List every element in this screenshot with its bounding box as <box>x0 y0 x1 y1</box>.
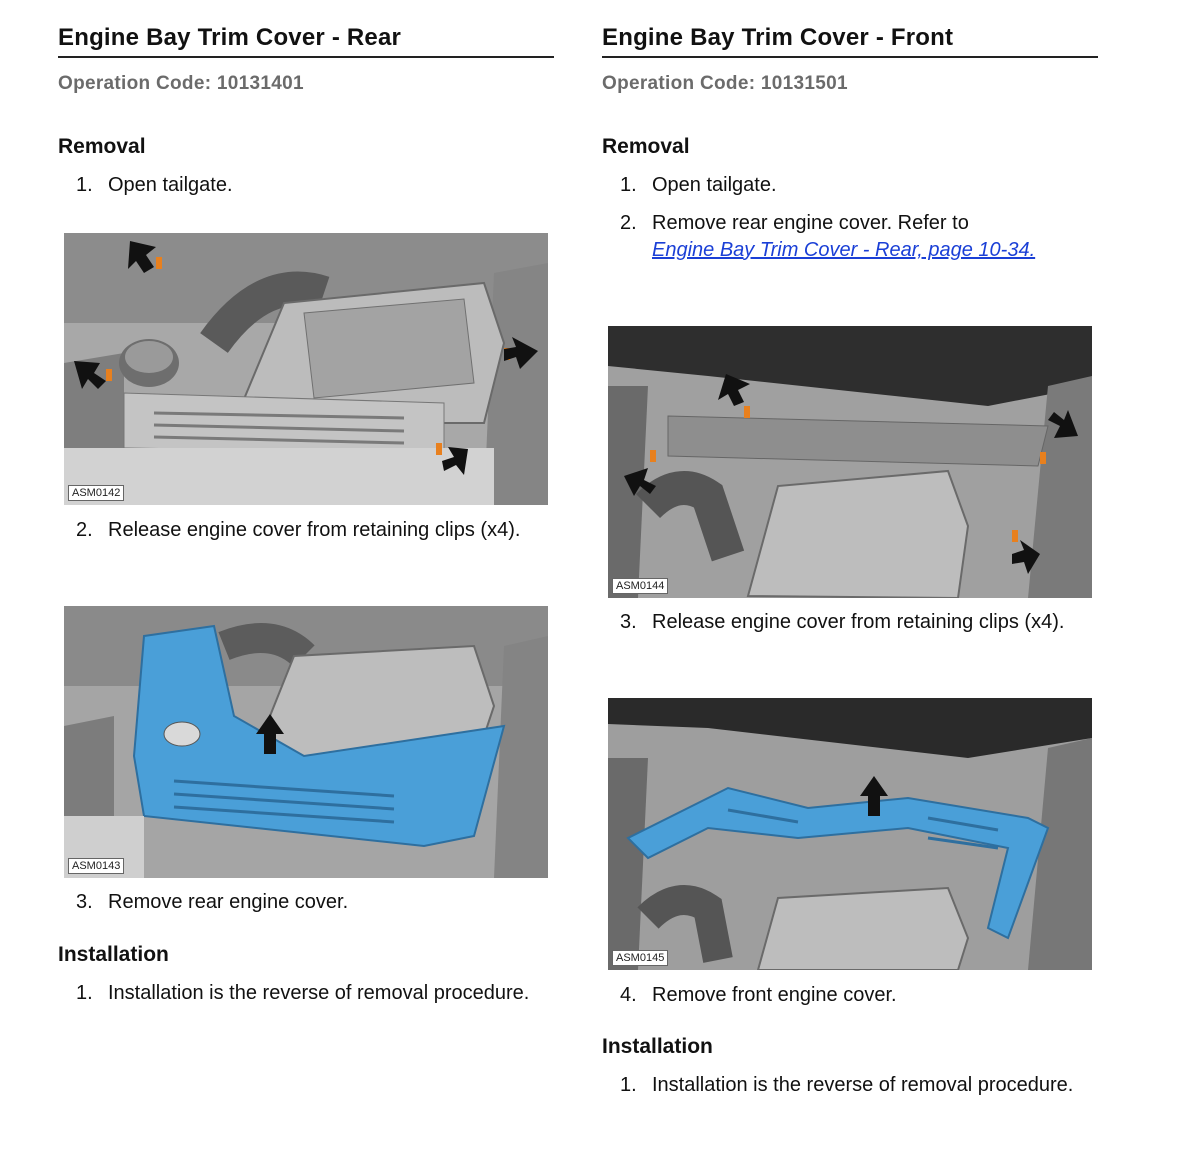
step-number: 2. <box>76 519 93 541</box>
installation-heading: Installation <box>58 943 169 966</box>
step-text: Remove rear engine cover. <box>108 891 349 913</box>
step-text: Installation is the reverse of removal p… <box>652 1074 1074 1096</box>
figure-front-cover-removal: ASM0145 <box>608 698 1092 970</box>
step-number: 3. <box>620 611 637 633</box>
removal-step: 3. Remove rear engine cover. <box>76 889 546 916</box>
figure-label: ASM0145 <box>612 950 669 966</box>
cross-reference-link[interactable]: Engine Bay Trim Cover - Rear, page 10-34… <box>652 239 1036 261</box>
figure-label: ASM0142 <box>68 485 125 501</box>
operation-code: Operation Code: 10131501 <box>602 73 848 94</box>
step-text: Open tailgate. <box>108 174 233 196</box>
section-title: Engine Bay Trim Cover - Front <box>602 24 1098 58</box>
figure-engine-bay-rear-clips: ASM0142 <box>64 233 548 505</box>
step-number: 1. <box>620 1074 637 1096</box>
step-number: 1. <box>76 982 93 1004</box>
step-text: Open tailgate. <box>652 174 777 196</box>
installation-heading: Installation <box>602 1035 713 1058</box>
step-text: Remove rear engine cover. Refer to <box>652 212 969 234</box>
step-text: Release engine cover from retaining clip… <box>652 611 1065 633</box>
installation-step: 1. Installation is the reverse of remova… <box>620 1072 1090 1099</box>
figure-engine-bay-front-clips: ASM0144 <box>608 326 1092 598</box>
step-text: Installation is the reverse of removal p… <box>108 982 530 1004</box>
step-number: 1. <box>76 174 93 196</box>
removal-step: 1. Open tailgate. <box>76 172 546 199</box>
step-text: Remove front engine cover. <box>652 984 897 1006</box>
section-title: Engine Bay Trim Cover - Rear <box>58 24 554 58</box>
installation-step: 1. Installation is the reverse of remova… <box>76 980 546 1007</box>
step-number: 3. <box>76 891 93 913</box>
operation-code: Operation Code: 10131401 <box>58 73 304 94</box>
step-number: 1. <box>620 174 637 196</box>
figure-rear-cover-removal: ASM0143 <box>64 606 548 878</box>
removal-heading: Removal <box>58 135 146 158</box>
step-number: 4. <box>620 984 637 1006</box>
step-number: 2. <box>620 212 637 234</box>
removal-step: 3. Release engine cover from retaining c… <box>620 609 1090 636</box>
removal-step: 2. Release engine cover from retaining c… <box>76 517 546 544</box>
step-text: Release engine cover from retaining clip… <box>108 519 521 541</box>
removal-step: 4. Remove front engine cover. <box>620 982 1090 1009</box>
figure-label: ASM0144 <box>612 578 669 594</box>
figure-label: ASM0143 <box>68 858 125 874</box>
removal-heading: Removal <box>602 135 690 158</box>
removal-step: 2. Remove rear engine cover. Refer to En… <box>620 210 1060 264</box>
removal-step: 1. Open tailgate. <box>620 172 1090 199</box>
